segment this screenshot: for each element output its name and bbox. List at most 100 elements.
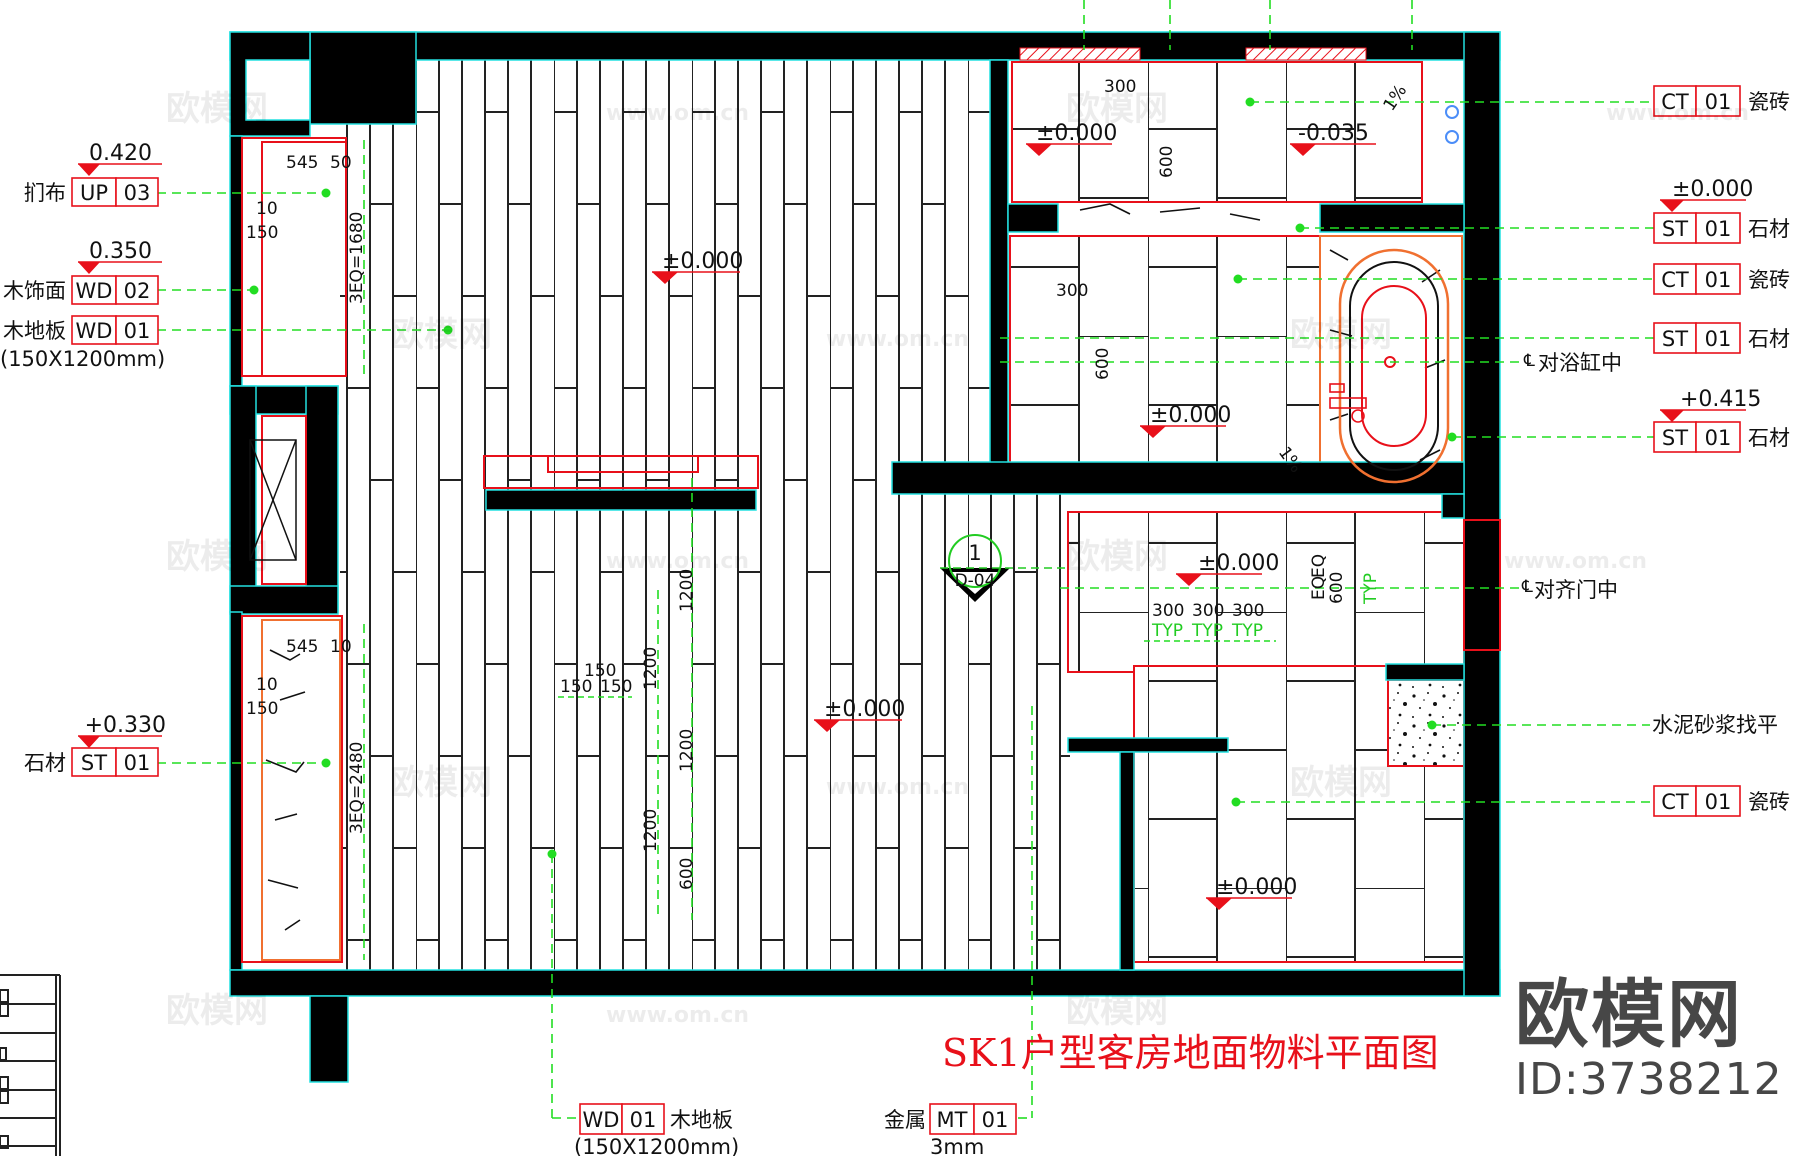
svg-text:±0.000: ±0.000 <box>1672 177 1753 202</box>
svg-text:WD: WD <box>76 319 113 343</box>
svg-text:ST: ST <box>1662 217 1688 241</box>
svg-text:300: 300 <box>1152 601 1184 621</box>
svg-text:03: 03 <box>124 181 151 205</box>
svg-text:欧模网: 欧模网 <box>1290 763 1392 803</box>
ceramic-floor-areas <box>1009 61 1465 963</box>
level-closet: ±0.000 <box>1206 875 1297 910</box>
svg-text:150: 150 <box>600 677 632 697</box>
svg-text:600: 600 <box>1157 146 1177 178</box>
dimensions-corridor: 300 300 300 TYP TYP TYP EQ EQ 600 TYP <box>1144 554 1381 642</box>
svg-text:对齐门中: 对齐门中 <box>1534 578 1618 602</box>
dimensions-wood-widths: 150 150 150 <box>558 661 632 698</box>
svg-text:600: 600 <box>1093 348 1113 380</box>
section-sheet: D-04 <box>955 571 996 591</box>
svg-text:TYP: TYP <box>1191 621 1223 641</box>
svg-text:www.om.cn: www.om.cn <box>826 327 969 352</box>
svg-text:水泥砂浆找平: 水泥砂浆找平 <box>1652 713 1778 737</box>
dimensions-wood-lengths: 1200 1200 1200 1200 600 <box>641 569 697 890</box>
svg-text:600: 600 <box>1327 572 1347 604</box>
svg-text:3EQ=2480: 3EQ=2480 <box>347 742 367 834</box>
svg-text:10: 10 <box>256 675 278 695</box>
svg-text:EQ: EQ <box>1309 554 1329 578</box>
svg-text:www.om.cn: www.om.cn <box>606 1003 749 1028</box>
mortar-leveling-area <box>1387 679 1465 767</box>
svg-text:ST: ST <box>1662 327 1688 351</box>
level-bedroom-lower: ±0.000 <box>814 697 905 732</box>
svg-text:01: 01 <box>124 319 151 343</box>
svg-text:欧模网: 欧模网 <box>1290 315 1392 355</box>
svg-text:www.om.cn: www.om.cn <box>606 101 749 126</box>
svg-text:木地板: 木地板 <box>3 319 66 343</box>
svg-text:01: 01 <box>1705 268 1732 292</box>
svg-text:欧模网: 欧模网 <box>1066 991 1168 1031</box>
callout-stone-3: +0.415 ST 01 石材 <box>1653 387 1790 453</box>
callout-wood-veneer: 0.350 WD 02 木饰面 <box>3 239 162 305</box>
note-bathtub-center: ℄ 对浴缸中 <box>1523 351 1622 375</box>
svg-text:01: 01 <box>630 1108 657 1132</box>
svg-text:0.420: 0.420 <box>89 141 152 166</box>
svg-text:01: 01 <box>982 1108 1009 1132</box>
svg-text:WD: WD <box>76 279 113 303</box>
brand-watermark: 欧模网 ID:3738212 <box>1515 975 1783 1105</box>
svg-text:±0.000: ±0.000 <box>662 249 743 274</box>
section-number: 1 <box>968 541 981 565</box>
callout-stone-1: ±0.000 ST 01 石材 <box>1653 177 1790 244</box>
svg-text:±0.000: ±0.000 <box>1036 121 1117 146</box>
svg-text:木地板: 木地板 <box>670 1108 733 1132</box>
svg-text:℄: ℄ <box>1521 577 1533 597</box>
svg-text:石材: 石材 <box>24 751 66 775</box>
svg-text:欧模网: 欧模网 <box>390 763 492 803</box>
section-marker: 1 D-04 <box>940 534 1068 602</box>
svg-text:对浴缸中: 对浴缸中 <box>1538 351 1622 375</box>
dimensions-left-upper: 545 50 10 150 3EQ=1680 <box>246 153 367 304</box>
svg-text:TYP: TYP <box>1151 621 1183 641</box>
svg-text:(150X1200mm): (150X1200mm) <box>574 1135 739 1156</box>
svg-text:MT: MT <box>937 1108 968 1132</box>
level-bath-area: ±0.000 <box>1140 403 1231 438</box>
partial-elevation-fragment <box>0 974 61 1156</box>
svg-text:300: 300 <box>1056 281 1088 301</box>
brand-logo: 欧模网 <box>1515 972 1743 1058</box>
svg-text:欧模网: 欧模网 <box>1066 89 1168 129</box>
level-shower: -0.035 <box>1290 121 1376 156</box>
svg-text:www.om.cn: www.om.cn <box>826 775 969 800</box>
drawing-title: SK1户型客房地面物料平面图 <box>942 1031 1439 1075</box>
svg-text:300: 300 <box>1104 77 1136 97</box>
svg-text:01: 01 <box>1705 790 1732 814</box>
callout-wood-floor-left: WD 01 木地板 (150X1200mm) <box>0 315 165 371</box>
drain-circles <box>1445 105 1459 144</box>
svg-text:石材: 石材 <box>1748 426 1790 450</box>
svg-text:150: 150 <box>246 699 278 719</box>
svg-text:欧模网: 欧模网 <box>166 537 268 577</box>
svg-text:150: 150 <box>246 223 278 243</box>
svg-text:3EQ=1680: 3EQ=1680 <box>347 212 367 304</box>
svg-text:CT: CT <box>1661 90 1689 114</box>
svg-text:(150X1200mm): (150X1200mm) <box>0 347 165 371</box>
svg-text:CT: CT <box>1661 790 1689 814</box>
svg-text:10: 10 <box>256 199 278 219</box>
svg-text:1200: 1200 <box>641 809 661 852</box>
svg-text:欧模网: 欧模网 <box>1066 537 1168 577</box>
svg-text:瓷砖: 瓷砖 <box>1748 790 1790 814</box>
svg-text:0.350: 0.350 <box>89 239 152 264</box>
model-id: ID:3738212 <box>1515 1054 1783 1105</box>
note-door-center: ℄ 对齐门中 <box>1521 577 1618 602</box>
watermarks: 欧模网 www.om.cn 欧模网 www.om.cn 欧模网 www.om.c… <box>166 89 1749 1031</box>
window-sills <box>245 47 1367 121</box>
svg-text:TYP: TYP <box>1231 621 1263 641</box>
svg-text:300: 300 <box>1192 601 1224 621</box>
level-bedroom-upper: ±0.000 <box>652 249 743 284</box>
svg-text:欧模网: 欧模网 <box>390 315 492 355</box>
dimensions-wc-tile: 300 600 <box>1104 77 1177 178</box>
svg-text:金属: 金属 <box>884 1108 926 1132</box>
svg-text:01: 01 <box>124 751 151 775</box>
svg-text:545: 545 <box>286 637 318 657</box>
svg-text:600: 600 <box>677 858 697 890</box>
svg-text:545: 545 <box>286 153 318 173</box>
svg-text:TYP: TYP <box>1361 573 1381 605</box>
leader-dots <box>249 97 1457 859</box>
svg-text:+0.330: +0.330 <box>85 713 166 738</box>
svg-text:www.om.cn: www.om.cn <box>1606 101 1749 126</box>
svg-text:1200: 1200 <box>677 729 697 772</box>
